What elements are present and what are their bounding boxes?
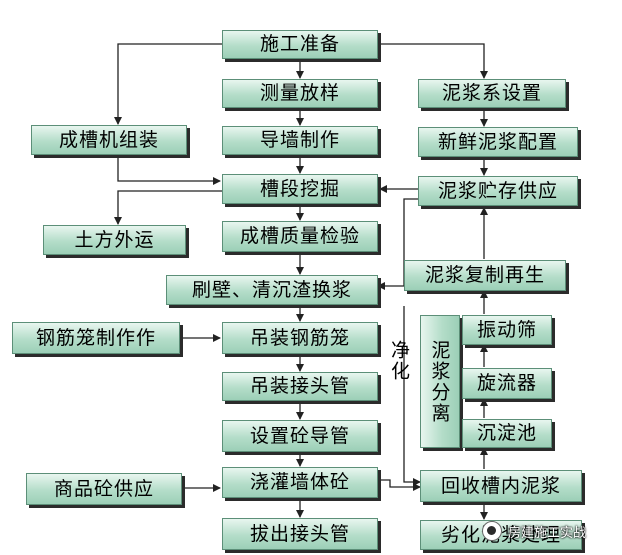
node-slurry-setup: 泥浆系设置 — [418, 79, 566, 108]
node-concrete-supply: 商品砼供应 — [26, 473, 182, 505]
node-rebar-make: 钢筋笼制作作 — [12, 322, 180, 354]
node-recover: 回收槽内泥浆 — [420, 470, 582, 502]
node-fresh-slurry: 新鲜泥浆配置 — [418, 127, 578, 157]
watermark: 房建施工实战 — [482, 520, 586, 542]
watermark-text: 房建施工实战 — [508, 525, 587, 541]
arrow-prep-to-slurry — [378, 43, 488, 79]
node-pour: 浇灌墙体砼 — [222, 467, 378, 498]
label-purify: 净化 — [388, 340, 410, 382]
node-earth-out: 土方外运 — [43, 225, 186, 255]
node-slurry-store: 泥浆贮存供应 — [418, 176, 578, 206]
arrow-dig-to-earth — [114, 190, 222, 225]
node-pull-joint: 拔出接头管 — [222, 518, 378, 550]
node-slurry-regen: 泥浆复制再生 — [404, 260, 566, 291]
arrow-store-to-brush — [403, 198, 418, 276]
node-separation: 泥浆分离 — [420, 315, 460, 448]
node-brush-wall: 刷壁、清沉渣换浆 — [166, 275, 378, 305]
node-machine-assembly: 成槽机组装 — [31, 125, 187, 155]
node-prep: 施工准备 — [222, 30, 378, 59]
arrow-regen-to-brush — [377, 276, 405, 290]
arrow-prep-to-machine — [114, 43, 222, 125]
node-hoist-joint: 吊装接头管 — [222, 372, 378, 401]
arrow-machine-to-dig — [117, 155, 221, 185]
wechat-logo-icon — [482, 521, 502, 541]
arrow-pour-to-recover — [380, 479, 421, 491]
arrow-purify-to-recover — [403, 306, 421, 486]
node-trench-dig: 槽段挖掘 — [222, 174, 378, 204]
node-cyclone: 旋流器 — [462, 368, 552, 399]
node-survey: 测量放样 — [222, 79, 378, 108]
node-set-pipe: 设置砼导管 — [222, 420, 378, 452]
node-trench-check: 成槽质量检验 — [222, 221, 378, 252]
node-guide-wall: 导墙制作 — [222, 126, 378, 155]
node-settling: 沉淀池 — [462, 419, 552, 448]
node-hoist-rebar: 吊装钢筋笼 — [222, 322, 378, 354]
node-screen: 振动筛 — [462, 315, 552, 345]
